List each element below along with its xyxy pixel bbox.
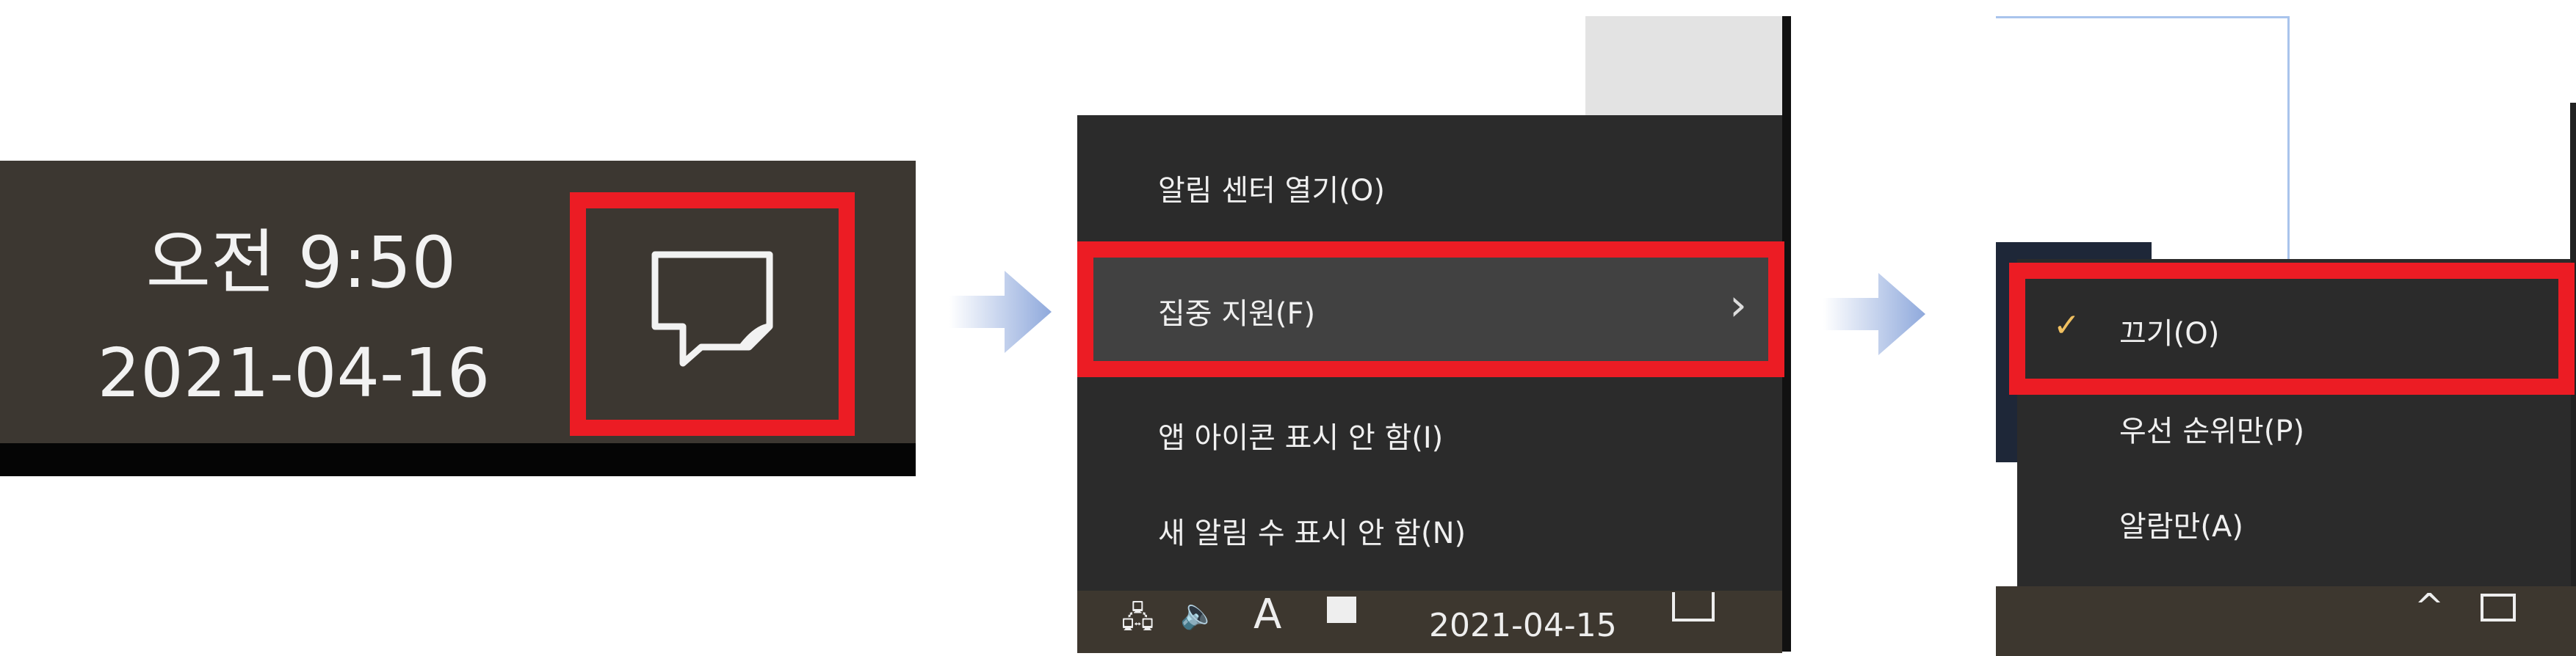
menu-item-label: 알람만(A) [2119, 510, 2243, 544]
background-window [1996, 16, 2290, 263]
chevron-up-icon[interactable]: ^ [2414, 586, 2445, 627]
menu-item-label: 끄기(O) [2119, 317, 2220, 351]
taskbar-bottom-strip [0, 443, 916, 476]
menu-item-label: 집중 지원(F) [1158, 297, 1316, 331]
menu-item-label: 새 알림 수 표시 안 함(N) [1158, 517, 1466, 550]
menu-item-open-action-center[interactable]: 알림 센터 열기(O) [1077, 152, 1782, 218]
menu-item-focus-assist[interactable]: 집중 지원(F) › [1077, 241, 1784, 377]
keyboard-icon[interactable] [1327, 597, 1356, 623]
highlight-box [2009, 263, 2575, 395]
menu-item-label: 알림 센터 열기(O) [1158, 174, 1385, 208]
menu-item-alarms-only[interactable]: 알람만(A) [2017, 494, 2571, 560]
taskbar-date[interactable]: 2021-04-15 [1429, 607, 1617, 644]
arrow-right-icon [949, 271, 1052, 353]
network-icon[interactable]: 🖧 [1121, 601, 1154, 635]
highlight-box [1077, 241, 1784, 377]
menu-item-label: 앱 아이콘 표시 안 함(I) [1158, 421, 1444, 455]
menu-item-hide-app-icons[interactable]: 앱 아이콘 표시 안 함(I) [1077, 405, 1782, 471]
chevron-right-icon: › [1729, 280, 1747, 331]
focus-assist-submenu: ✓ 끄기(O) 우선 순위만(P) 알람만(A) [2009, 259, 2575, 586]
device-icon[interactable] [2481, 594, 2516, 622]
highlight-box [570, 192, 855, 436]
notification-center-button[interactable] [646, 246, 778, 371]
notification-icon [651, 251, 773, 367]
background-window [1585, 16, 1782, 115]
notification-context-menu: 알림 센터 열기(O) 집중 지원(F) › 앱 아이콘 표시 안 함(I) 새… [1077, 115, 1784, 591]
arrow-right-icon [1823, 273, 1925, 355]
menu-item-priority-only[interactable]: 우선 순위만(P) [2017, 398, 2571, 464]
notification-icon[interactable] [1672, 592, 1715, 622]
ime-indicator[interactable]: A [1253, 591, 1282, 638]
menu-item-hide-badge-count[interactable]: 새 알림 수 표시 안 함(N) [1077, 500, 1782, 566]
checkmark-icon: ✓ [2053, 307, 2080, 344]
menu-item-off[interactable]: ✓ 끄기(O) [2009, 263, 2575, 395]
taskbar: ^ [1996, 586, 2576, 656]
volume-icon[interactable]: 🔈 [1180, 597, 1217, 631]
clock-date[interactable]: 2021-04-16 [97, 334, 491, 412]
window-edge [1782, 16, 1791, 652]
clock-time[interactable]: 오전 9:50 [145, 222, 457, 304]
menu-item-label: 우선 순위만(P) [2119, 415, 2305, 448]
taskbar: 🖧 🔈 A 2021-04-15 [1077, 591, 1782, 653]
